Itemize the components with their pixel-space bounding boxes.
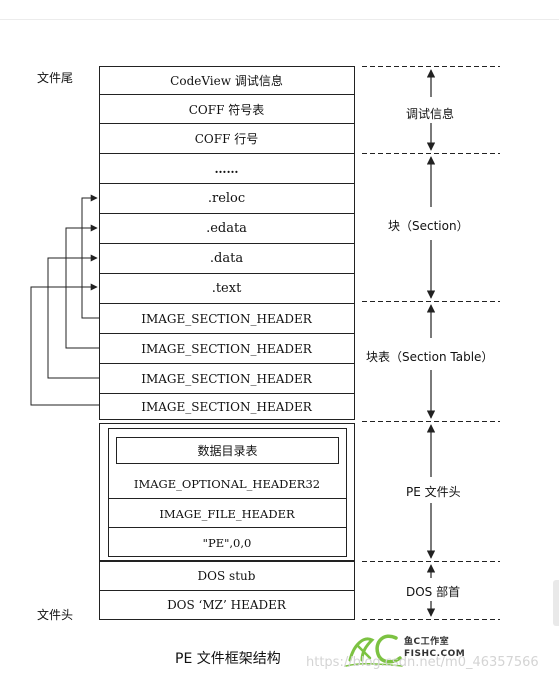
section-header-row-2: IMAGE_SECTION_HEADER [99, 333, 354, 363]
fishc-logo-icon [345, 634, 403, 667]
section-header-row-1: IMAGE_SECTION_HEADER [99, 303, 354, 333]
section-table-label: 块表（Section Table） [364, 347, 496, 366]
dos-header-label: DOS 部首 [404, 582, 463, 601]
edata-pointer-arrow [65, 224, 99, 349]
pe-signature-row: "PE",0,0 [108, 527, 346, 557]
fishc-brand-site: FISHC.COM [404, 649, 466, 659]
data-row: .data [99, 243, 354, 273]
reloc-row: .reloc [99, 183, 354, 213]
pe-header-inner-frame [108, 428, 347, 557]
csdn-watermark: https://blog.csdn.net/m0_46357566 [306, 655, 539, 670]
bracket-separators [362, 66, 500, 620]
edata-row: .edata [99, 213, 354, 243]
fishc-brand: 鱼C工作室 FISHC.COM [404, 636, 465, 660]
section-header-row-4: IMAGE_SECTION_HEADER [99, 393, 354, 419]
pe-header-outer-frame [99, 423, 355, 561]
section-header-row-3: IMAGE_SECTION_HEADER [99, 363, 354, 393]
coff-line-row: COFF 行号 [99, 123, 354, 153]
file-start-label: 文件头 [37, 608, 74, 622]
scroll-edge [553, 580, 559, 626]
dos-mz-header-row: DOS ‘MZ’ HEADER [99, 590, 354, 619]
text-pointer-arrow [30, 283, 99, 406]
file-header-row: IMAGE_FILE_HEADER [108, 498, 346, 528]
text-row: .text [99, 273, 354, 303]
section-frame [99, 66, 355, 420]
optional-header-row: IMAGE_OPTIONAL_HEADER32 [133, 477, 321, 491]
sections-label: 块（Section） [386, 216, 471, 235]
codeview-row: CodeView 调试信息 [170, 73, 283, 88]
coff-symbol-row: COFF 符号表 [99, 94, 354, 123]
pe-header-label: PE 文件头 [404, 482, 463, 501]
ellipsis-row: …… [99, 153, 354, 183]
data-pointer-arrow [47, 254, 99, 379]
debug-info-label: 调试信息 [404, 104, 457, 123]
data-directory-box: 数据目录表 [116, 437, 339, 464]
diagram-caption: PE 文件框架结构 [175, 651, 281, 667]
dos-stub-row: DOS stub [197, 569, 256, 583]
file-end-label: 文件尾 [37, 71, 74, 85]
fishc-brand-name: 鱼C工作室 [404, 637, 450, 647]
top-divider [0, 19, 559, 20]
dos-header-frame [99, 561, 355, 620]
